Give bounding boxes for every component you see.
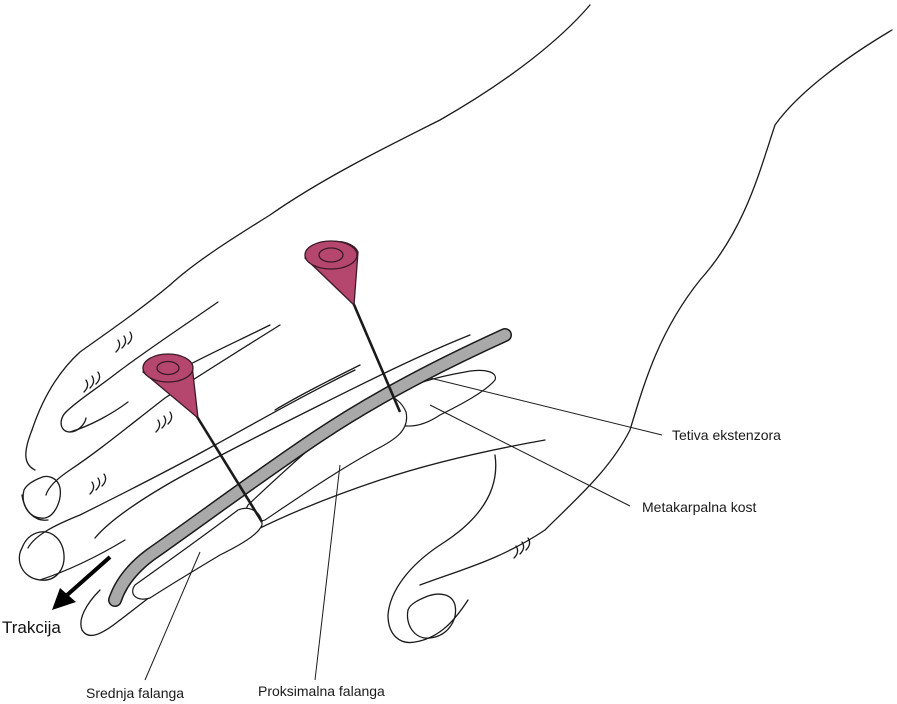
index-finger-top (65, 301, 219, 413)
leader-middle-phalanx (144, 551, 201, 681)
leader-lines (144, 377, 663, 681)
middle-finger-top (25, 284, 171, 471)
thumb-nail (406, 593, 457, 639)
label-tendon: Tetiva ekstenzora (672, 427, 781, 443)
bones (132, 369, 496, 600)
pulled-finger-top (94, 334, 471, 539)
hand-dorsal-line-2 (274, 364, 361, 411)
traction-arrow (52, 555, 112, 610)
forearm-upper-edge (169, 4, 591, 286)
leader-tendon (429, 377, 663, 436)
label-middle-phalanx: Srednja falanga (86, 685, 184, 701)
middle-finger-lower (45, 324, 281, 496)
forearm-lower-edge (419, 29, 893, 586)
ring-finger-lower (39, 539, 126, 581)
pin-proximal (304, 240, 402, 413)
index-finger-bottom (69, 401, 129, 433)
ring-finger-top (27, 369, 356, 549)
extensor-tendon (108, 328, 512, 607)
leader-metacarpal (429, 404, 631, 507)
extensor-tendon-fill (109, 329, 511, 606)
leader-proximal-phalanx (314, 464, 341, 681)
label-traction: Trakcija (2, 618, 61, 637)
pin-distal (142, 353, 264, 523)
label-proximal-phalanx: Proksimalna falanga (258, 683, 385, 699)
middle-finger-side (21, 494, 49, 521)
middle-phalanx-bone (132, 507, 263, 600)
ring-finger-tip (18, 531, 65, 581)
index-finger-nail (60, 411, 87, 433)
knuckle-creases (83, 331, 531, 559)
thumb-outline (387, 454, 497, 644)
label-metacarpal: Metakarpalna kost (642, 499, 757, 515)
